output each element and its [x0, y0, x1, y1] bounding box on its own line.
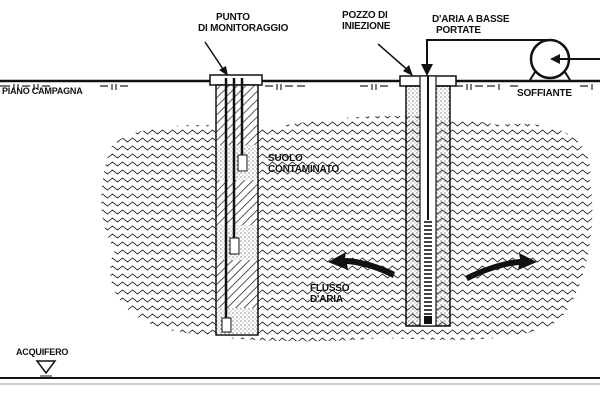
contaminated-soil-zone [101, 115, 593, 342]
label-blower: SOFFIANTE [517, 88, 572, 99]
label-injection-well: POZZO DI INIEZIONE [342, 10, 390, 32]
water-table-triangle-icon [35, 360, 57, 375]
label-ground-level: PIANO CAMPAGNA [2, 86, 83, 96]
label-line: INIEZIONE [342, 21, 391, 32]
air-flow-arrow-left [328, 252, 395, 278]
monitoring-pointer-arrow [204, 41, 226, 73]
label-line: DI MONITORAGGIO [198, 23, 289, 34]
label-line: D'ARIA [310, 294, 343, 305]
label-low-flow-air: D'ARIA A BASSE PORTATE [432, 14, 510, 36]
label-line: PUNTO [216, 12, 250, 23]
blower-icon [529, 38, 600, 81]
label-line: FLUSSO [310, 283, 350, 294]
label-monitoring-point: PUNTO DI MONITORAGGIO [198, 12, 288, 34]
label-contaminated-soil: SUOLO CONTAMINATO [268, 153, 339, 175]
injection-pointer-arrow [377, 43, 411, 73]
label-aquifer: ACQUIFERO [16, 347, 69, 357]
label-line: SUOLO [268, 153, 303, 164]
label-air-flow: FLUSSO D'ARIA [310, 283, 350, 305]
surface-ticks [0, 84, 593, 90]
label-line: D'ARIA A BASSE [432, 14, 510, 25]
label-line: CONTAMINATO [268, 164, 340, 175]
injection-well [399, 75, 457, 327]
label-line: POZZO DI [342, 10, 388, 21]
monitoring-well [209, 74, 263, 336]
air-flow-arrow-right [465, 253, 537, 281]
air-supply-pipe [426, 39, 550, 74]
label-line: PORTATE [436, 25, 481, 36]
